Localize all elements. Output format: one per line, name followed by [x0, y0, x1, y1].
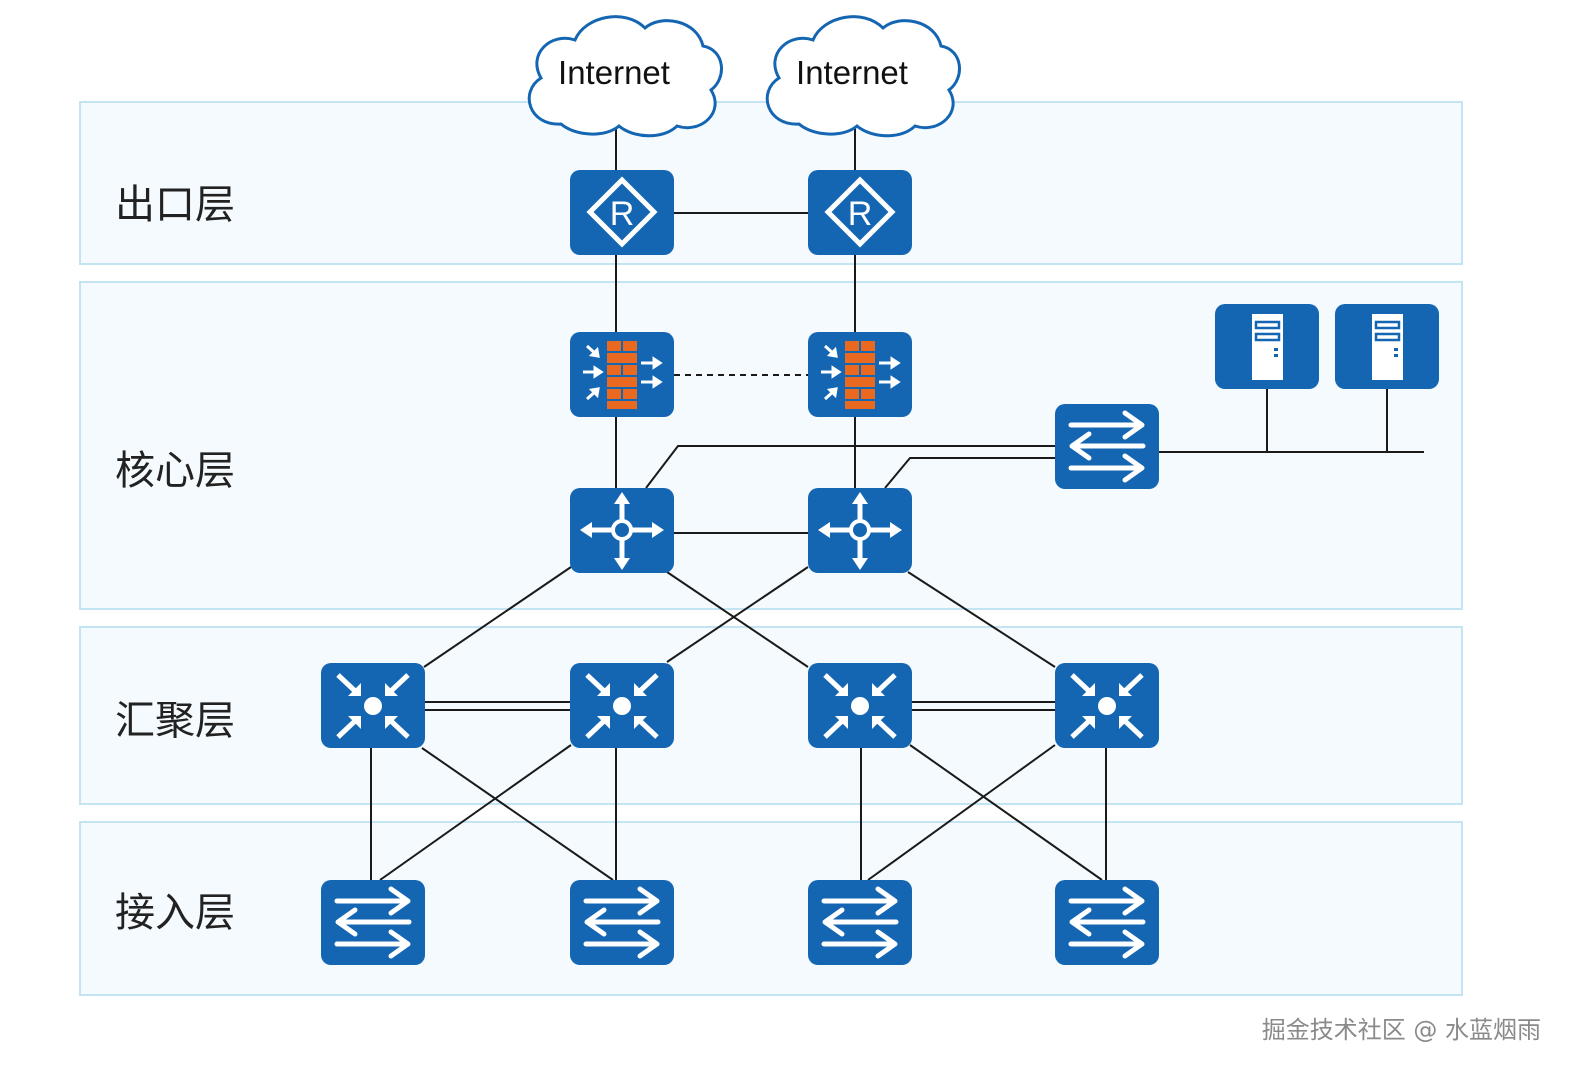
cloud-label-2: Internet [796, 54, 908, 91]
core-switch-1-icon [570, 488, 674, 573]
link-agg1-access2 [421, 747, 614, 881]
server-switch-icon [1055, 404, 1159, 489]
access-switch-1-icon [321, 880, 425, 965]
agg-switch-1-icon [321, 663, 425, 748]
server-2-icon [1333, 302, 1441, 391]
links [370, 128, 1424, 881]
link-agg2-access1 [379, 744, 572, 881]
link-core2-agg2 [666, 566, 809, 663]
link-core1-agg3 [666, 571, 809, 668]
agg-switch-2-icon [570, 663, 674, 748]
internet-cloud-2: Internet [765, 15, 961, 138]
access-layer-band [79, 821, 1463, 996]
link-core1-server-switch [645, 445, 1055, 489]
link-agg4-access3 [867, 744, 1056, 881]
router-2-icon [808, 170, 912, 255]
link-agg3-access4 [909, 744, 1103, 881]
link-core2-server-switch [884, 457, 1055, 489]
link-core2-agg4 [907, 571, 1056, 668]
link-core1-agg1 [423, 566, 572, 668]
access-layer-label: 接入层 [115, 890, 235, 936]
core-layer-label: 核心层 [115, 448, 235, 494]
aggregation-layer-band [79, 626, 1463, 805]
firewall-2-icon [806, 330, 914, 419]
server-1-icon [1213, 302, 1321, 391]
aggregation-layer-label: 汇聚层 [115, 698, 235, 744]
core-switch-2-icon [808, 488, 912, 573]
access-switch-2-icon [570, 880, 674, 965]
firewall-1-icon [568, 330, 676, 419]
cloud-label-1: Internet [558, 54, 670, 91]
agg-switch-3-icon [808, 663, 912, 748]
router-1-icon [570, 170, 674, 255]
agg-switch-4-icon [1055, 663, 1159, 748]
watermark: 掘金技术社区 @ 水蓝烟雨 [1261, 1016, 1541, 1044]
egress-layer-label: 出口层 [115, 182, 235, 228]
access-switch-3-icon [808, 880, 912, 965]
internet-cloud-1: Internet [527, 15, 723, 138]
access-switch-4-icon [1055, 880, 1159, 965]
